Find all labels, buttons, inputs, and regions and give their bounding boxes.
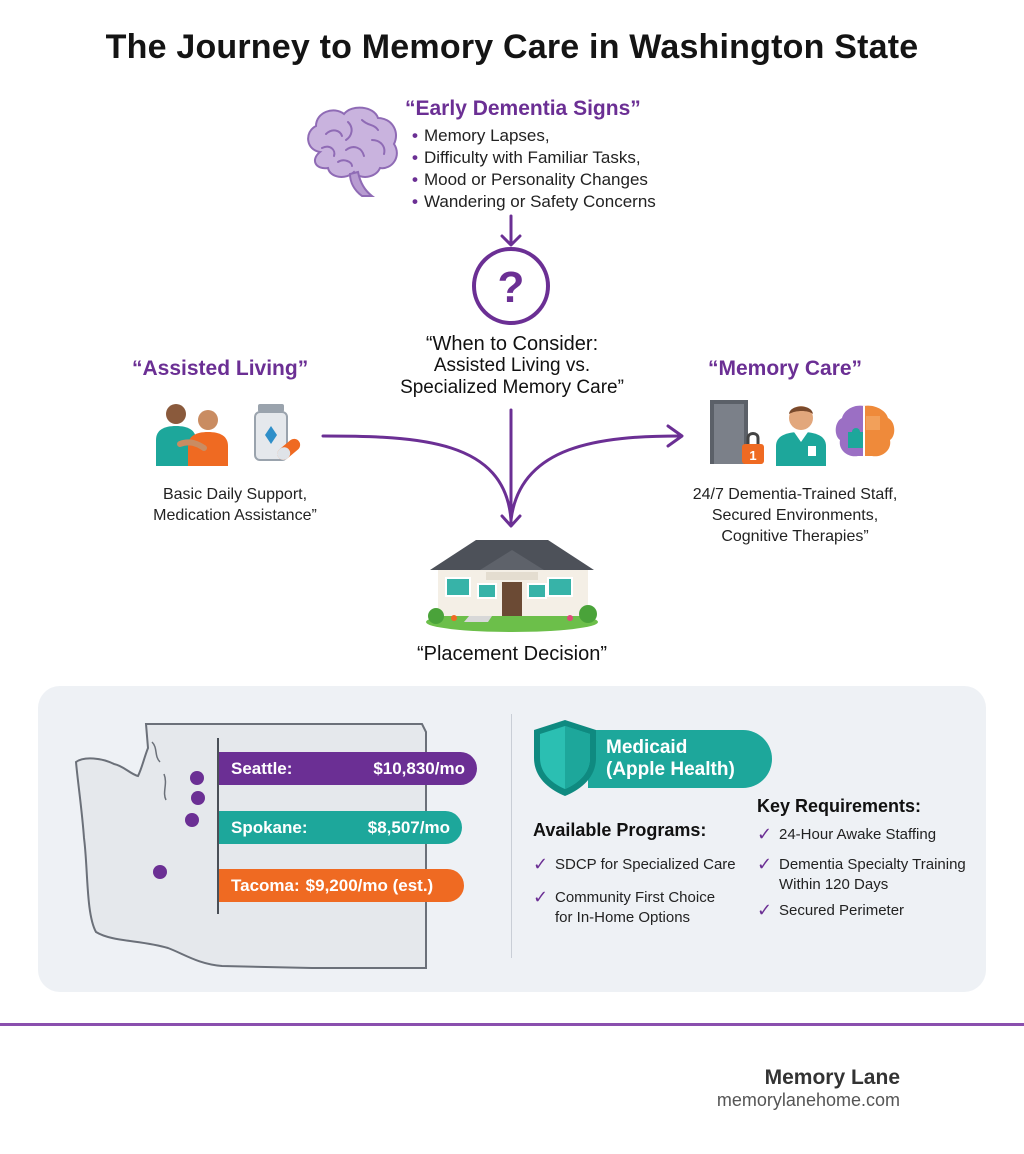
assisted-living-title: “Assisted Living” <box>132 357 309 380</box>
cost-value: $10,830/mo <box>373 758 465 778</box>
list-item: •Mood or Personality Changes <box>412 170 648 189</box>
requirement-item: ✓ Secured Perimeter <box>757 900 905 920</box>
medicaid-badge: Medicaid (Apple Health) <box>588 730 772 788</box>
medication-icon <box>254 404 301 461</box>
panel-divider <box>511 714 512 958</box>
locked-door-icon: 1 <box>710 400 764 464</box>
caregiver-icon <box>156 404 228 466</box>
check-icon: ✓ <box>533 854 549 874</box>
city-label: Tacoma: <box>231 875 300 895</box>
cost-value: $9,200/mo (est.) <box>305 875 434 895</box>
list-item: •Difficulty with Familiar Tasks, <box>412 148 641 167</box>
check-icon: ✓ <box>757 824 773 844</box>
brand-name: Memory Lane <box>764 1066 900 1089</box>
cost-bar-spokane: Spokane: $8,507/mo <box>219 811 462 844</box>
cost-value: $8,507/mo <box>367 817 450 837</box>
shield-icon <box>534 720 596 796</box>
svg-text:?: ? <box>498 263 525 312</box>
cost-bar-tacoma: Tacoma: $9,200/mo (est.) <box>219 869 464 902</box>
list-item: •Memory Lapses, <box>412 126 550 145</box>
footer-divider <box>0 1023 1024 1026</box>
list-item: •Wandering or Safety Concerns <box>412 192 656 211</box>
puzzle-brain-icon <box>835 405 895 458</box>
cost-bar-seattle: Seattle: $10,830/mo <box>219 752 477 785</box>
programs-title: Available Programs: <box>533 820 707 840</box>
check-icon: ✓ <box>533 887 549 907</box>
svg-text:1: 1 <box>749 448 756 463</box>
city-label: Seattle: <box>231 758 293 778</box>
brand-url[interactable]: memorylanehome.com <box>716 1090 900 1110</box>
consider-text: “When to Consider: Assisted Living vs. S… <box>400 333 624 398</box>
placement-decision-label: “Placement Decision” <box>416 643 608 665</box>
early-signs-list: •Memory Lapses, •Difficulty with Familia… <box>412 125 656 213</box>
bar-axis <box>217 738 219 914</box>
early-signs-title: “Early Dementia Signs” <box>405 97 641 120</box>
memory-care-title: “Memory Care” <box>708 357 863 380</box>
memory-care-description: 24/7 Dementia-Trained Staff, Secured Env… <box>692 486 898 545</box>
check-icon: ✓ <box>757 900 773 920</box>
requirements-title: Key Requirements: <box>757 796 922 816</box>
page-title: The Journey to Memory Care in Washington… <box>105 28 919 66</box>
assisted-living-description: Basic Daily Support, Medication Assistan… <box>153 486 317 524</box>
brain-icon <box>307 106 398 197</box>
house-icon <box>426 540 598 632</box>
city-label: Spokane: <box>231 817 308 837</box>
program-item: ✓ SDCP for Specialized Care <box>533 854 736 874</box>
staff-icon <box>776 406 826 466</box>
check-icon: ✓ <box>757 854 773 874</box>
washington-map <box>74 723 427 969</box>
requirement-item: ✓ 24-Hour Awake Staffing <box>757 824 937 844</box>
